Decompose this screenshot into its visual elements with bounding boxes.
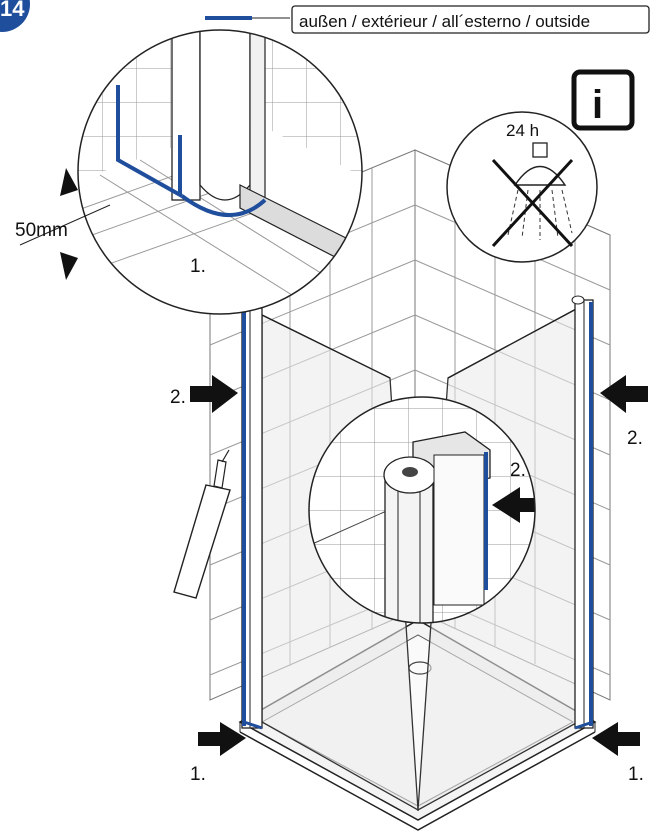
press-arrow-bottom-right <box>592 722 640 756</box>
right-arrow-step-label: 2. <box>627 428 643 449</box>
press-arrow-right <box>600 375 648 413</box>
step-badge: 14 <box>0 0 30 32</box>
silicone-tube-icon <box>173 449 231 599</box>
silicone-seals <box>242 302 594 730</box>
cure-time: 24 h <box>506 121 539 140</box>
info-glyph: i <box>592 83 603 127</box>
bottom-left-step-label: 1. <box>190 764 206 785</box>
bottom-right-step-label: 1. <box>628 764 644 785</box>
press-arrow-left <box>190 375 238 413</box>
legend-text: außen / extérieur / all´esterno / outsid… <box>299 12 590 31</box>
legend: außen / extérieur / all´esterno / outsid… <box>205 5 650 34</box>
inner-detail-step-label: 2. <box>510 460 526 481</box>
step-number: 14 <box>0 0 25 21</box>
detail-step-label: 1. <box>190 256 206 277</box>
dimension-label: 50mm <box>15 220 68 241</box>
detail-bottom-seal: 1. <box>77 29 363 315</box>
dimension-marker: 50mm <box>15 168 111 280</box>
info-icon: i <box>571 69 635 131</box>
detail-hinge-seal: 2. <box>308 396 536 624</box>
no-shower-icon: 24 h <box>446 111 598 263</box>
left-arrow-step-label: 2. <box>170 387 186 408</box>
press-arrow-bottom-left <box>198 722 246 756</box>
